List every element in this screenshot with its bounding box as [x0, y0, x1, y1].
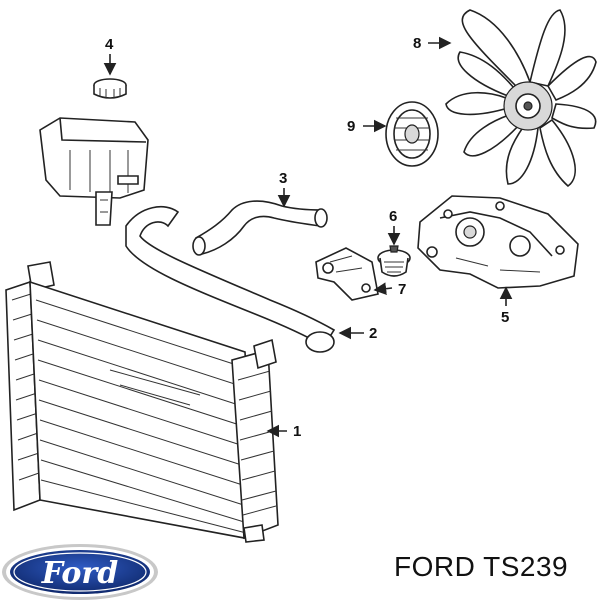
callout-7: 7 — [398, 281, 406, 298]
reservoir-cap — [93, 78, 127, 99]
callout-8: 8 — [413, 35, 421, 52]
radiator — [5, 261, 279, 543]
fan-clutch — [385, 101, 439, 167]
callout-3: 3 — [279, 170, 287, 187]
callout-4: 4 — [105, 36, 114, 53]
lower-hose — [125, 205, 336, 353]
callout-6: 6 — [389, 208, 397, 225]
thermostat-housing — [315, 247, 379, 301]
upper-hose — [192, 200, 328, 256]
coolant-reservoir — [39, 117, 149, 226]
callout-1: 1 — [293, 423, 301, 440]
callout-leaders — [103, 36, 513, 438]
callout-9: 9 — [347, 118, 355, 135]
cooling-fan — [445, 9, 597, 188]
callout-5: 5 — [501, 309, 509, 326]
ford-logo: Ford — [2, 544, 158, 600]
water-pump — [417, 195, 579, 289]
thermostat — [377, 245, 411, 277]
ford-logo-text: Ford — [41, 556, 118, 591]
part-caption: FORD TS239 — [394, 551, 569, 582]
callout-2: 2 — [369, 325, 377, 342]
